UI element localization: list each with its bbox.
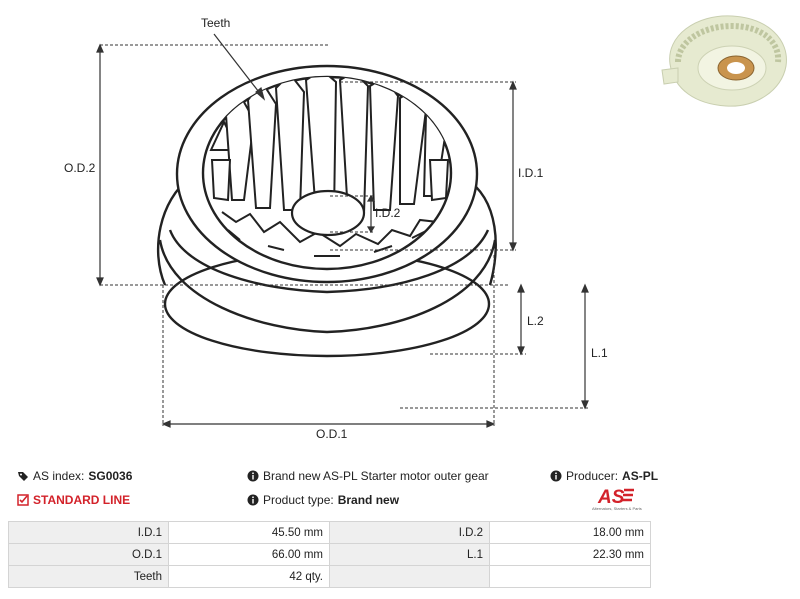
spec-label: I.D.2 — [329, 521, 490, 544]
label-od2: O.D.2 — [64, 161, 96, 175]
dimension-lines — [100, 44, 588, 426]
specs-table: I.D.1 45.50 mm I.D.2 18.00 mm O.D.1 66.0… — [8, 521, 651, 588]
product-type-label: Product type: — [263, 493, 334, 507]
product-type-row: Product type: Brand new — [247, 493, 399, 507]
tag-icon — [18, 472, 28, 481]
label-l2: L.2 — [527, 314, 544, 328]
spec-value: 18.00 mm — [489, 521, 651, 544]
spec-label: O.D.1 — [8, 543, 169, 566]
as-logo-mark: AS — [597, 487, 634, 508]
product-photo — [661, 15, 787, 107]
checkbox-icon — [17, 494, 29, 506]
svg-text:AS: AS — [597, 487, 625, 506]
spec-value: 22.30 mm — [489, 543, 651, 566]
spec-label: I.D.1 — [8, 521, 169, 544]
standard-line-label: STANDARD LINE — [33, 493, 131, 507]
label-id1: I.D.1 — [518, 166, 544, 180]
info-icon — [550, 470, 562, 482]
standard-line-row: STANDARD LINE — [17, 493, 130, 507]
dimension-arrows — [96, 33, 589, 428]
table-row: Teeth 42 qty. — [8, 565, 651, 588]
description-text: Brand new AS-PL Starter motor outer gear — [263, 469, 489, 483]
as-index-value: SG0036 — [88, 469, 133, 483]
label-od1: O.D.1 — [316, 427, 348, 440]
as-logo-tagline: Alternators, Starters & Parts — [592, 506, 642, 511]
spec-label: Teeth — [8, 565, 169, 588]
label-id2: I.D.2 — [375, 206, 401, 220]
label-teeth: Teeth — [201, 16, 230, 30]
spec-value: 45.50 mm — [168, 521, 330, 544]
info-icon — [247, 494, 259, 506]
gear-center-hole — [290, 189, 366, 237]
table-row: I.D.1 45.50 mm I.D.2 18.00 mm — [8, 521, 651, 544]
spec-value: 66.00 mm — [168, 543, 330, 566]
gear-technical-drawing: Teeth O.D.2 I.D.1 I.D.2 L.2 L.1 O.D.1 — [64, 16, 608, 440]
as-logo: AS Alternators, Starters & Parts — [592, 486, 662, 514]
product-type-value: Brand new — [337, 493, 400, 507]
spec-value: 42 qty. — [168, 565, 330, 588]
gear-inner-teeth — [209, 77, 450, 257]
info-icon — [247, 470, 259, 482]
table-row: O.D.1 66.00 mm L.1 22.30 mm — [8, 543, 651, 566]
spec-label: L.1 — [329, 543, 490, 566]
as-index-label: AS index: — [33, 469, 85, 483]
producer-label: Producer: — [566, 469, 619, 483]
spec-label — [329, 565, 490, 588]
as-index-row: AS index: SG0036 — [17, 469, 132, 483]
producer-value: AS-PL — [622, 469, 659, 483]
description-row: Brand new AS-PL Starter motor outer gear — [247, 469, 489, 483]
label-l1: L.1 — [591, 346, 608, 360]
producer-row: Producer: AS-PL — [550, 469, 658, 483]
gear-lower-body — [156, 176, 497, 358]
spec-value — [489, 565, 651, 588]
